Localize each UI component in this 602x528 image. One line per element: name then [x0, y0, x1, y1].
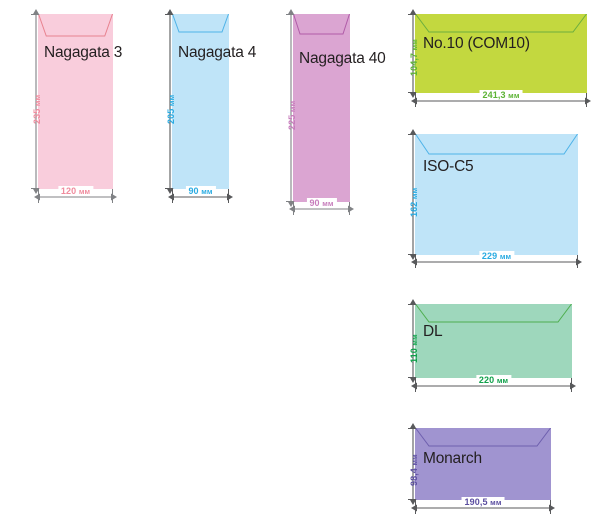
width-dimension-nagagata-40: 90 мм	[306, 198, 337, 208]
envelope-flap-monarch	[415, 428, 551, 447]
envelope-flap-iso-c5	[415, 134, 578, 155]
height-dimension-no10-com10: 104,7 мм	[409, 39, 419, 76]
height-unit-dl: мм	[410, 334, 419, 346]
height-value-no10-com10: 104,7	[409, 52, 419, 76]
width-dimension-nagagata-3: 120 мм	[57, 186, 94, 196]
height-unit-no10-com10: мм	[410, 38, 419, 50]
width-unit-nagagata-40: мм	[322, 199, 334, 208]
width-unit-nagagata-4: мм	[201, 187, 213, 196]
envelope-name-nagagata-3: Nagagata 3	[44, 44, 123, 61]
envelope-body-no10-com10	[415, 14, 587, 93]
width-dimension-iso-c5: 229 мм	[478, 251, 515, 261]
envelope-body-dl	[415, 304, 572, 378]
envelope-body-nagagata-40	[293, 14, 350, 202]
width-dimension-monarch: 190,5 мм	[461, 497, 505, 507]
height-dimension-dl: 110 мм	[409, 334, 419, 363]
height-value-nagagata-4: 205	[166, 108, 176, 124]
envelope-body-iso-c5	[415, 134, 578, 255]
height-dimension-nagagata-4: 205 мм	[166, 94, 176, 123]
height-value-dl: 110	[409, 348, 419, 363]
envelope-body-monarch	[415, 428, 551, 500]
width-value-iso-c5: 229	[481, 251, 498, 261]
envelope-name-iso-c5: ISO-C5	[423, 158, 474, 175]
width-value-dl: 220	[478, 375, 495, 385]
envelope-flap-nagagata-4	[172, 14, 229, 33]
envelope-flap-no10-com10	[415, 14, 587, 33]
width-dimension-dl: 220 мм	[475, 375, 512, 385]
envelope-body-nagagata-4	[172, 14, 229, 189]
width-value-monarch: 190,5	[464, 497, 488, 507]
height-dimension-iso-c5: 162 мм	[409, 187, 419, 216]
envelope-name-no10-com10: No.10 (COM10)	[423, 35, 530, 52]
envelope-flap-dl	[415, 304, 572, 323]
height-dimension-monarch: 98,4 мм	[409, 454, 419, 486]
envelope-name-nagagata-4: Nagagata 4	[178, 44, 257, 61]
width-value-nagagata-4: 90	[188, 186, 199, 196]
height-unit-nagagata-4: мм	[167, 94, 176, 106]
envelope-name-monarch: Monarch	[423, 450, 482, 467]
height-dimension-nagagata-40: 225 мм	[287, 101, 297, 130]
height-unit-nagagata-40: мм	[288, 100, 297, 113]
width-value-no10-com10: 241,3	[482, 90, 506, 100]
width-value-nagagata-40: 90	[309, 198, 320, 208]
height-value-nagagata-40: 225	[287, 114, 297, 130]
width-unit-nagagata-3: мм	[78, 187, 91, 196]
height-unit-iso-c5: мм	[410, 187, 419, 199]
envelope-flap-nagagata-40	[293, 14, 350, 35]
height-value-nagagata-3: 235	[32, 108, 42, 124]
width-unit-iso-c5: мм	[499, 252, 512, 261]
envelope-name-nagagata-40: Nagagata 40	[299, 50, 386, 67]
width-unit-dl: мм	[496, 376, 509, 385]
envelope-name-dl: DL	[423, 323, 443, 340]
width-dimension-no10-com10: 241,3 мм	[479, 90, 523, 100]
envelope-flap-nagagata-3	[38, 14, 113, 37]
width-value-nagagata-3: 120	[60, 186, 77, 196]
height-unit-nagagata-3: мм	[33, 94, 42, 106]
height-unit-monarch: мм	[410, 454, 419, 466]
width-unit-no10-com10: мм	[508, 91, 520, 100]
height-value-monarch: 98,4	[409, 468, 419, 486]
width-dimension-nagagata-4: 90 мм	[185, 186, 216, 196]
width-unit-monarch: мм	[490, 498, 502, 507]
envelope-body-nagagata-3	[38, 14, 113, 189]
height-dimension-nagagata-3: 235 мм	[32, 94, 42, 123]
height-value-iso-c5: 162	[409, 201, 419, 217]
